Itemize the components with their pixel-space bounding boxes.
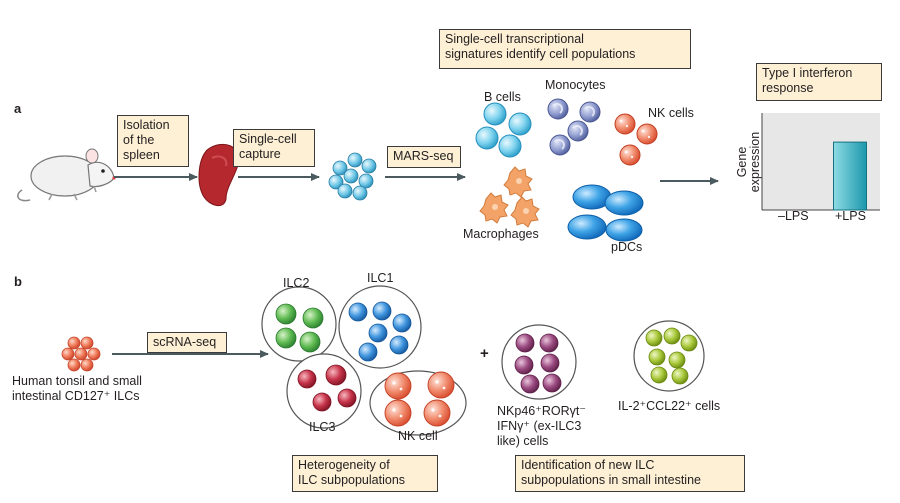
ex-ilc3-population [501,324,577,400]
scrna-seq-box: scRNA-seq [147,332,227,353]
isolation-step-box: Isolation of the spleen [117,115,189,167]
nk-cell-label: NK cell [398,429,438,443]
pdc-group [567,184,644,242]
ilc1-population [338,285,422,369]
chart-y-label: Gene expression [735,131,762,193]
nk-cells-label: NK cells [648,106,694,120]
chart-bar-1 [833,141,867,211]
chart-tick-plus-lps: +LPS [835,209,866,223]
nk-cell-group [614,113,658,166]
mouse-illustration [17,148,116,202]
ilc3-population [286,353,362,429]
ilc3-label: ILC3 [309,420,336,434]
mars-seq-box: MARS-seq [387,146,461,168]
ilc2-population [261,286,337,362]
bar-chart [761,113,880,211]
tonsil-source-label: Human tonsil and small intestinal CD127⁺… [12,374,142,403]
macrophages-label: Macrophages [463,227,539,241]
plus-sign: + [480,345,489,362]
panel-b-letter: b [14,274,22,289]
nk-population [369,370,467,436]
monocytes-label: Monocytes [545,78,606,92]
monocyte-group [547,98,601,156]
il2-ccl22-population [633,320,705,392]
b-cell-group [475,102,532,158]
pdcs-label: pDCs [611,240,643,254]
panel-a-letter: a [14,101,22,116]
il2-ccl22-label: IL-2⁺CCL22⁺ cells [618,399,721,413]
chart-tick-minus-lps: –LPS [778,209,809,223]
capture-step-box: Single-cell capture [233,129,315,167]
heterogeneity-box: Heterogeneity of ILC subpopulations [292,455,438,492]
b-cells-label: B cells [484,90,521,104]
signature-box: Single-cell transcriptional signatures i… [439,29,691,69]
ilc2-label: ILC2 [283,276,310,290]
captured-cells-cluster [328,152,377,201]
identification-box: Identification of new ILC subpopulations… [515,455,745,492]
ilc1-label: ILC1 [367,271,394,285]
tonsil-ilc-cluster [61,336,101,372]
interferon-response-box: Type I interferon response [756,63,882,101]
ex-ilc3-label: NKp46⁺RORγt⁻ IFNγ⁺ (ex-ILC3 like) cells [497,404,586,448]
macrophage-group [479,166,540,228]
